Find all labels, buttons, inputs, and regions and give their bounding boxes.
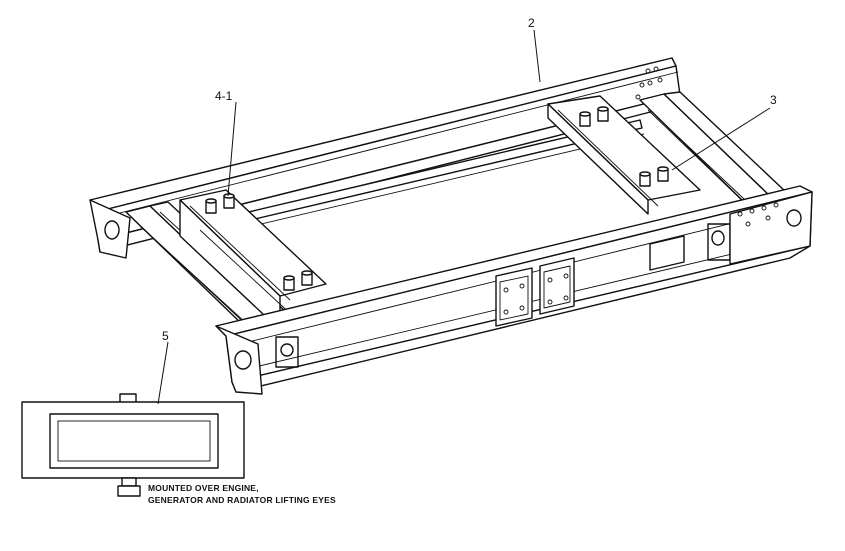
bolt bbox=[301, 270, 313, 286]
bolt bbox=[639, 171, 651, 187]
leader-part-2 bbox=[533, 29, 541, 83]
callout-part-3: 3 bbox=[770, 93, 777, 107]
bolt-group-right bbox=[579, 106, 669, 187]
note-line-1: MOUNTED OVER ENGINE, bbox=[148, 483, 259, 493]
bolt bbox=[205, 198, 217, 214]
leader-part-4-1 bbox=[227, 101, 237, 197]
leader-part-3 bbox=[671, 107, 771, 171]
callout-part-4-1: 4-1 bbox=[215, 89, 233, 103]
front-side-rail bbox=[215, 185, 813, 395]
bolt bbox=[597, 106, 609, 122]
bolt bbox=[223, 193, 235, 209]
callout-part-2: 2 bbox=[528, 16, 535, 30]
note-line-2: GENERATOR AND RADIATOR LIFTING EYES bbox=[148, 495, 336, 505]
bolt bbox=[283, 275, 295, 291]
leader-part-5 bbox=[157, 341, 169, 405]
callout-part-5: 5 bbox=[162, 329, 169, 343]
bolt bbox=[657, 166, 669, 182]
lifting-eye-plate bbox=[21, 393, 245, 497]
bolt-group-left bbox=[205, 193, 313, 291]
bolt bbox=[579, 111, 591, 127]
